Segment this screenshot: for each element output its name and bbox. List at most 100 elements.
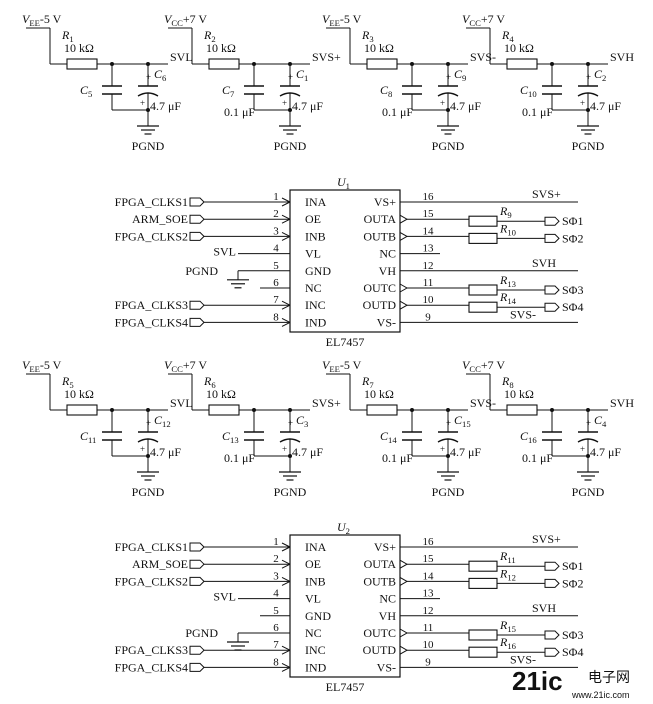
port-flag-icon	[189, 662, 205, 672]
port-flag-icon	[189, 542, 205, 552]
net-label: PGND	[185, 626, 218, 640]
pin-number: 3	[273, 225, 279, 237]
capacitor-ref-letter: C	[380, 83, 389, 97]
port-flag-icon	[189, 231, 205, 241]
pin-number: 6	[273, 277, 279, 289]
pin-name: INA	[305, 195, 327, 209]
net-label: SVS-	[510, 652, 536, 666]
resistor-ref: R8	[501, 374, 514, 390]
resistor-ref: R1	[61, 28, 74, 44]
net-label: SVS+	[532, 187, 561, 201]
port-flag-icon	[544, 578, 560, 588]
capacitor-ref: C2	[594, 67, 606, 83]
resistor-ref-letter: R	[501, 28, 510, 42]
capacitor-value: 4.7 μF	[292, 99, 323, 113]
supply-label-subscript: EE	[329, 364, 340, 374]
supply-label-letter: V	[462, 358, 471, 372]
capacitor-ref-subscript: 13	[230, 435, 239, 445]
pin-number: 8	[273, 311, 279, 323]
resistor-ref-subscript: 12	[507, 572, 516, 582]
resistor	[208, 404, 240, 416]
pin-number: 12	[423, 260, 434, 272]
pin-name: VH	[379, 264, 397, 278]
ground-symbol	[227, 279, 249, 289]
supply-label: VCC+7 V	[462, 358, 505, 374]
capacitor-ref-subscript: 1	[304, 73, 308, 83]
polarity-plus: +	[580, 444, 585, 454]
supply-label: VEE-5 V	[322, 358, 362, 374]
net-label: FPGA_CLKS2	[115, 229, 188, 243]
supply-label-letter: V	[462, 12, 471, 26]
capacitor-ref-subscript: 2	[602, 73, 606, 83]
resistor-ref-subscript: 6	[211, 380, 216, 390]
arrow-icon	[399, 283, 409, 293]
supply-label: VEE-5 V	[22, 358, 62, 374]
supply-label-value: -5 V	[40, 358, 62, 372]
capacitor-ref-subscript: 8	[388, 89, 392, 99]
resistor-ref: R11	[499, 549, 516, 565]
ground-label: PGND	[274, 139, 307, 153]
ground-symbol	[437, 125, 459, 135]
arrow-icon	[399, 300, 409, 310]
resistor-ref-letter: R	[499, 221, 508, 235]
capacitor-ref-subscript: 9	[462, 73, 466, 83]
polarity-plus: +	[446, 418, 451, 428]
pin-name: INB	[305, 574, 326, 588]
supply-label-letter: V	[322, 358, 331, 372]
pin-name: GND	[305, 264, 331, 278]
resistor-ref: R12	[499, 566, 516, 582]
resistor-ref-letter: R	[361, 28, 370, 42]
resistor-ref-subscript: 11	[507, 555, 515, 565]
supply-label-subscript: EE	[29, 364, 40, 374]
supply-label-subscript: CC	[469, 364, 481, 374]
supply-label-value: +7 V	[183, 358, 208, 372]
capacitor-value: 0.1 μF	[522, 451, 553, 465]
supply-label-value: +7 V	[481, 358, 506, 372]
pin-name: VL	[305, 592, 321, 606]
net-label: ARM_SOE	[132, 557, 188, 571]
pin-number: 4	[273, 243, 279, 255]
supply-label-subscript: CC	[171, 18, 183, 28]
ground-label: PGND	[572, 139, 605, 153]
ground-symbol	[279, 471, 301, 481]
chip-body	[289, 534, 401, 678]
resistor-ref-subscript: 5	[69, 380, 73, 390]
resistor-value: 10 kΩ	[364, 387, 394, 401]
capacitor-ref-letter: C	[520, 429, 529, 443]
resistor-ref-subscript: 2	[211, 34, 215, 44]
port-flag-icon	[544, 285, 560, 295]
capacitor-value: 4.7 μF	[450, 99, 481, 113]
polarity-plus: +	[586, 72, 591, 82]
resistor-ref-letter: R	[61, 374, 70, 388]
resistor	[66, 404, 98, 416]
supply-label-value: +7 V	[183, 12, 208, 26]
capacitor-value: 4.7 μF	[150, 99, 181, 113]
resistor	[506, 58, 538, 70]
supply-label-value: +7 V	[481, 12, 506, 26]
resistor-ref-letter: R	[499, 204, 508, 218]
net-label: SΦ4	[562, 300, 583, 314]
arrow-icon	[281, 300, 291, 310]
port-flag-icon	[544, 216, 560, 226]
net-label: SVL	[213, 590, 236, 604]
resistor-value: 10 kΩ	[206, 41, 236, 55]
arrow-icon	[399, 628, 409, 638]
resistor-ref-subscript: 16	[507, 641, 516, 651]
capacitor-value: 0.1 μF	[224, 451, 255, 465]
capacitor-ref-letter: C	[380, 429, 389, 443]
resistor-ref-letter: R	[203, 374, 212, 388]
resistor-ref: R10	[499, 221, 516, 237]
capacitor-ref: C15	[454, 413, 471, 429]
supply-label-letter: V	[164, 12, 173, 26]
pin-number: 11	[423, 622, 434, 634]
pin-name: OUTD	[363, 298, 397, 312]
